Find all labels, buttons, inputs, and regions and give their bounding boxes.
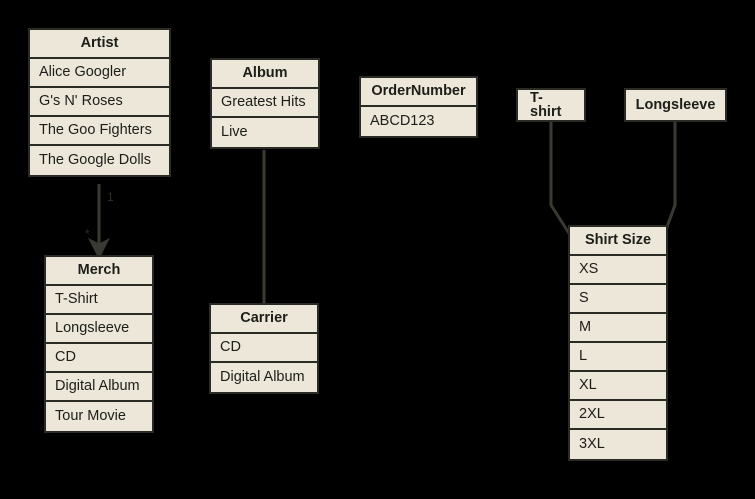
edge-tshirt-shirtsize <box>549 118 574 239</box>
entity-carrier-row-1[interactable]: Digital Album <box>211 363 317 392</box>
entity-shirtsize-row-2[interactable]: M <box>570 314 666 343</box>
edge-label-artist-merch-source: 1 <box>107 190 114 204</box>
entity-shirtsize-row-0[interactable]: XS <box>570 256 666 285</box>
entity-merch-row-3[interactable]: Digital Album <box>46 373 152 402</box>
entity-carrier-row-0[interactable]: CD <box>211 334 317 363</box>
entity-carrier-header: Carrier <box>211 305 317 334</box>
entity-longsleeve[interactable]: Longsleeve <box>624 88 727 122</box>
entity-album[interactable]: Album Greatest Hits Live <box>210 58 320 149</box>
entity-album-header: Album <box>212 60 318 89</box>
entity-album-row-1[interactable]: Live <box>212 118 318 147</box>
edge-label-artist-merch-target: * <box>85 227 90 241</box>
entity-merch-header: Merch <box>46 257 152 286</box>
entity-tshirt[interactable]: T-shirt <box>516 88 586 122</box>
entity-shirtsize[interactable]: Shirt Size XS S M L XL 2XL 3XL <box>568 225 668 461</box>
entity-artist-row-1[interactable]: G's N' Roses <box>30 88 169 117</box>
entity-merch-row-0[interactable]: T-Shirt <box>46 286 152 315</box>
entity-merch-row-4[interactable]: Tour Movie <box>46 402 152 431</box>
entity-shirtsize-row-3[interactable]: L <box>570 343 666 372</box>
entity-artist-row-2[interactable]: The Goo Fighters <box>30 117 169 146</box>
entity-shirtsize-header: Shirt Size <box>570 227 666 256</box>
entity-artist[interactable]: Artist Alice Googler G's N' Roses The Go… <box>28 28 171 177</box>
entity-carrier[interactable]: Carrier CD Digital Album <box>209 303 319 394</box>
entity-merch-row-1[interactable]: Longsleeve <box>46 315 152 344</box>
entity-tshirt-header: T-shirt <box>518 90 584 120</box>
entity-artist-header: Artist <box>30 30 169 59</box>
entity-shirtsize-row-6[interactable]: 3XL <box>570 430 666 459</box>
entity-merch-row-2[interactable]: CD <box>46 344 152 373</box>
edge-longsleeve-shirtsize <box>661 118 677 239</box>
entity-shirtsize-row-1[interactable]: S <box>570 285 666 314</box>
entity-artist-row-3[interactable]: The Google Dolls <box>30 146 169 175</box>
entity-merch[interactable]: Merch T-Shirt Longsleeve CD Digital Albu… <box>44 255 154 433</box>
entity-ordernumber-row-0[interactable]: ABCD123 <box>361 107 476 136</box>
entity-ordernumber-header: OrderNumber <box>361 78 476 107</box>
entity-ordernumber[interactable]: OrderNumber ABCD123 <box>359 76 478 138</box>
entity-longsleeve-header: Longsleeve <box>626 90 725 120</box>
entity-artist-row-0[interactable]: Alice Googler <box>30 59 169 88</box>
entity-shirtsize-row-4[interactable]: XL <box>570 372 666 401</box>
entity-album-row-0[interactable]: Greatest Hits <box>212 89 318 118</box>
entity-shirtsize-row-5[interactable]: 2XL <box>570 401 666 430</box>
